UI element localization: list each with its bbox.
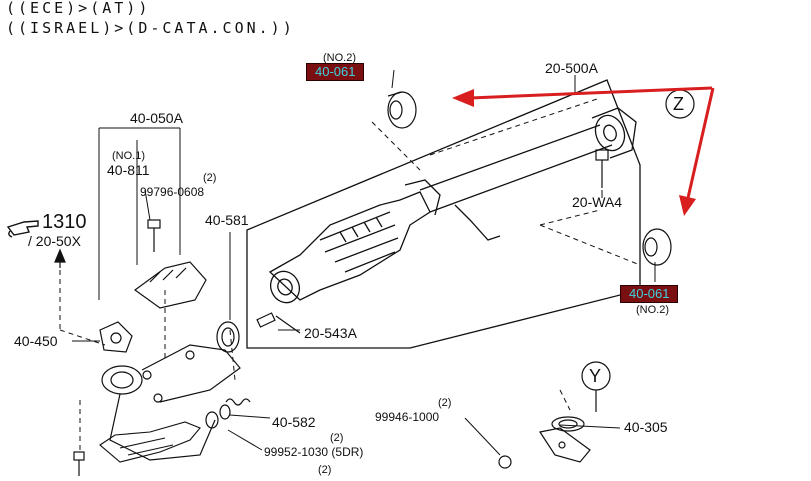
callout-z-label: Z	[673, 94, 684, 114]
header-line-1: ((ECE)>(AT))	[6, 0, 151, 17]
callout-y-label: Y	[589, 366, 602, 386]
rubber-hanger-top	[387, 91, 417, 129]
red-arrow-icon	[452, 86, 715, 216]
header-line-2: ((ISRAEL)>(D-CATA.CON.))	[6, 19, 295, 37]
rubber-hanger-right	[642, 228, 672, 266]
label-40-450: 40-450	[14, 333, 58, 349]
label-40-811-note: (NO.1)	[112, 150, 145, 162]
front-pipe-assembly	[99, 261, 241, 461]
label-99796-qty: (2)	[203, 172, 217, 184]
reference-arrow-up	[54, 248, 66, 268]
hand-pointer-icon	[6, 220, 39, 238]
label-99952: 99952-1030 (5DR)	[264, 445, 364, 459]
label-40-582: 40-582	[272, 414, 316, 430]
gasket-40-581	[216, 321, 240, 353]
label-20-50X: / 20-50X	[28, 233, 81, 249]
label-40-061-top-note: (NO.2)	[323, 52, 356, 64]
label-20-WA4: 20-WA4	[572, 194, 623, 210]
label-99952-qty: (2)	[330, 432, 344, 444]
label-99946-qty: (2)	[438, 397, 452, 409]
label-40-305: 40-305	[624, 419, 668, 435]
exhaust-pipe	[419, 107, 637, 213]
label-40-811: 40-811	[107, 162, 150, 178]
label-99796: 99796-0608	[140, 185, 205, 199]
bracket-40-305	[498, 416, 591, 469]
label-20-500A: 20-500A	[545, 60, 598, 76]
label-40-050A: 40-050A	[130, 110, 183, 126]
label-bottom-qty: (2)	[318, 464, 332, 476]
bolt-bottom-left	[73, 451, 85, 476]
label-40-061-top: 40-061	[306, 63, 365, 81]
catalytic-converter	[268, 179, 501, 304]
label-40-061-right: 40-061	[620, 285, 679, 303]
assembly-frame	[246, 79, 641, 349]
label-40-061-right-note: (NO.2)	[636, 304, 669, 316]
label-40-581: 40-581	[205, 212, 249, 228]
label-99946: 99946-1000	[375, 410, 440, 424]
label-20-543A: 20-543A	[304, 325, 357, 341]
bolt-20-wa4	[595, 149, 609, 188]
label-1310: 1310	[42, 211, 87, 233]
heat-shield-bottom	[99, 421, 201, 463]
bolt-99796	[147, 219, 161, 252]
spring-40-582	[205, 398, 251, 429]
